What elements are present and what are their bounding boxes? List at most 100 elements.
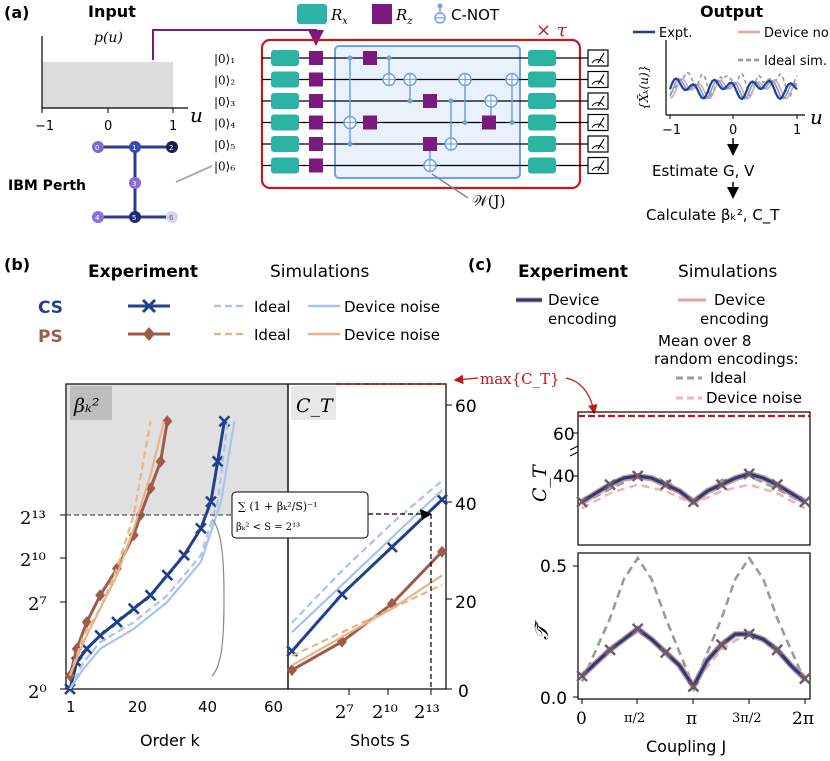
b-left-xtick-60: 60 (264, 698, 283, 716)
beta-label-box (70, 386, 112, 420)
c-xtick-0: 0 (576, 709, 587, 729)
rz-gate (309, 94, 323, 108)
series-marker (144, 589, 157, 602)
b-legend-swatches (128, 298, 340, 341)
rz-gate (309, 137, 323, 151)
series-marker (631, 470, 644, 482)
output-legend (633, 30, 760, 62)
qubit-node-3: 3 (132, 180, 136, 188)
qubit-label: |0⟩₄ (214, 117, 235, 131)
series-marker (604, 478, 616, 491)
cnot-legend-icon (434, 3, 446, 24)
series-marker (211, 455, 224, 468)
input-arrow (152, 29, 324, 60)
series-marker (715, 638, 728, 651)
output-tick-1: 1 (793, 123, 801, 138)
series-marker (205, 495, 217, 508)
rx-gate (271, 71, 299, 88)
c-top-ytick-40: 40 (553, 467, 575, 487)
rx-gate (271, 114, 299, 131)
rz-inner-gate (423, 137, 437, 151)
rx-gate (528, 136, 556, 152)
rz-legend-swatch (372, 4, 392, 24)
rx-legend-label: Rx (330, 6, 348, 27)
c-xtick-3pi2: 3π/2 (732, 711, 761, 726)
c-top-ytick-60: 60 (553, 425, 575, 445)
output-tick-0: 0 (729, 123, 737, 138)
rx-gate (271, 157, 299, 174)
circuit: |0⟩₁|0⟩₂|0⟩₃|0⟩₄|0⟩₅|0⟩₆ (214, 38, 609, 190)
c-bottom-ytick-05: 0.5 (540, 557, 567, 577)
series-marker (80, 642, 93, 655)
rz-inner-gate (363, 115, 377, 130)
measure-gate (587, 92, 609, 110)
c-bottom-ytick-0: 0.0 (540, 689, 567, 709)
b-left-ytick-13: 2¹³ (20, 508, 46, 529)
rz-inner-gate (423, 94, 437, 108)
rz-gate (309, 158, 323, 173)
measure-needle (597, 160, 605, 171)
output-legend-ideal: Ideal sim. (764, 54, 827, 69)
output-ylabel: {X̄ₖ(u)} (636, 65, 651, 110)
cnot-control (462, 120, 468, 125)
series-line (581, 474, 806, 506)
rx-gate (528, 157, 556, 174)
series-halo (579, 625, 807, 693)
qubit-node-6: 6 (169, 214, 174, 222)
c-legend-device-noise: Device noise (706, 389, 802, 407)
c-legend-swatches (516, 297, 706, 400)
input-tick-1: 1 (169, 119, 177, 134)
qubit-label: |0⟩₆ (214, 160, 235, 174)
series-marker (743, 628, 756, 640)
device-lattice (92, 141, 178, 223)
b-legend-ideal-ps: Ideal (254, 326, 291, 344)
series-marker (604, 643, 616, 656)
max-ct-label: max{C_T} (480, 370, 560, 388)
series-line (290, 498, 444, 653)
measure-arc (591, 123, 605, 128)
output-title: Output (700, 2, 763, 21)
rx-gate (528, 114, 556, 131)
cnot-control (347, 55, 353, 61)
rz-inner-gate (363, 51, 377, 65)
measure-arc (591, 145, 605, 150)
rz-legend-sub: z (406, 16, 413, 27)
formula-brace (211, 518, 225, 677)
b-right-series (286, 479, 448, 677)
b-left-series (64, 415, 236, 695)
output-axis-var: u (810, 105, 823, 129)
panel-a-label: (a) (4, 3, 29, 22)
b-legend-device-ps: Device noise (344, 326, 440, 344)
b-right-xtick-13: 2¹³ (414, 702, 440, 723)
b-legend-device-cs: Device noise (344, 298, 440, 316)
c-xtick-pi2: π/2 (624, 711, 645, 726)
rz-legend-label: Rz (395, 6, 413, 27)
series-marker (111, 616, 123, 628)
measure-arc (591, 59, 605, 64)
series-line (69, 421, 229, 689)
series-line (68, 421, 152, 676)
b-legend-cs: CS (38, 298, 63, 318)
cnot-control (509, 120, 515, 125)
panel-b-label: (b) (4, 255, 30, 274)
qubit-node-5: 5 (132, 214, 136, 222)
c-legend-device-sim-1: Device (714, 291, 765, 309)
input-axes (41, 36, 188, 113)
series-marker (715, 478, 728, 491)
series-line (291, 479, 443, 624)
measure-gate (587, 156, 609, 175)
c-bottom-ylabel: 𝒯̄ (531, 620, 553, 640)
max-ct-arrow-c (565, 377, 598, 415)
cnot-control (347, 141, 353, 147)
measure-arc (591, 166, 605, 171)
series-marker (799, 495, 811, 508)
panel-c-label: (c) (468, 255, 492, 274)
measure-gate (587, 113, 609, 132)
series-marker (81, 616, 92, 629)
measure-gate (587, 70, 609, 89)
b-left-yticks-marks (60, 514, 66, 690)
series-marker (386, 541, 398, 553)
series-marker (127, 602, 140, 615)
rx-gate (271, 50, 299, 66)
